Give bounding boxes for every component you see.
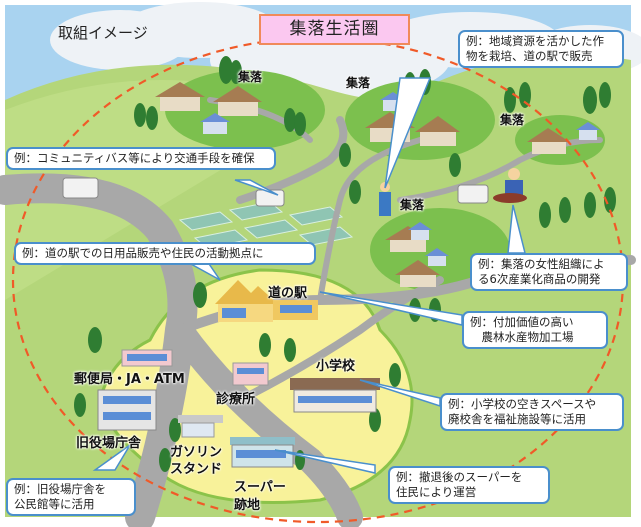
callout-crops-line2: 物を栽培、道の駅で販売 [466, 49, 593, 63]
supermarket-label-line2: 跡地 [234, 498, 261, 513]
clinic-label: 診療所 [216, 392, 256, 407]
callout-women-group: 例：集落の女性組織によ る6次産業化商品の開発 [470, 253, 628, 291]
village-label-2: 集落 [346, 76, 371, 90]
callout-women-group-line2: る6次産業化商品の開発 [478, 272, 601, 286]
village-label-3: 集落 [500, 113, 525, 127]
callout-bus-line1: 例：コミュニティバス等により交通手段を確保 [14, 151, 255, 165]
callout-crops: 例：地域資源を活かした作 物を栽培、道の駅で販売 [458, 30, 624, 68]
callout-town-hall-line1: 例：旧役場庁舎を [14, 482, 106, 496]
callout-women-group-line1: 例：集落の女性組織によ [478, 257, 605, 271]
callout-school-reuse: 例：小学校の空きスペースや 廃校舎を福祉施設等に活用 [440, 393, 624, 431]
callout-crops-line1: 例：地域資源を活かした作 [466, 34, 604, 48]
post-office-label: 郵便局・JA・ATM [74, 372, 185, 387]
gas-station-building [178, 415, 223, 438]
callout-supermarket-line2: 住民により運営 [396, 485, 477, 499]
title-box: 集落生活圏 [259, 14, 410, 45]
old-town-hall-building [97, 389, 157, 431]
old-town-hall-label: 旧役場庁舎 [76, 436, 142, 451]
supermarket-label-line1: スーパー [234, 480, 286, 495]
callout-supermarket-line1: 例：撤退後のスーパーを [396, 470, 523, 484]
village-label-4: 集落 [400, 198, 425, 212]
gas-station-label-line1: ガソリン [170, 445, 223, 460]
school-label: 小学校 [316, 359, 356, 374]
clinic-building [232, 362, 269, 386]
callout-processing-line1: 例：付加価値の高い [470, 315, 574, 329]
trees [74, 56, 616, 472]
callout-town-hall-reuse: 例：旧役場庁舎を 公民館等に活用 [6, 478, 136, 516]
callout-station-hub: 例：道の駅での日用品販売や住民の活動拠点に [14, 242, 316, 265]
callout-processing-line2: 農林水産物加工場 [470, 330, 574, 344]
michi-no-eki-building [215, 280, 318, 322]
michi-no-eki-label: 道の駅 [268, 286, 308, 301]
callout-processing-plant: 例：付加価値の高い 農林水産物加工場 [462, 311, 608, 349]
page-heading: 取組イメージ [58, 24, 148, 42]
callout-town-hall-line2: 公民館等に活用 [14, 497, 95, 511]
callout-school-reuse-line1: 例：小学校の空きスペースや [448, 397, 597, 411]
village-label-1: 集落 [238, 70, 263, 84]
woman-with-basket-figure [493, 168, 527, 203]
gas-station-label-line2: スタンド [170, 462, 223, 477]
callout-school-reuse-line2: 廃校舎を福祉施設等に活用 [448, 412, 586, 426]
school-building [290, 378, 380, 413]
callout-station-hub-line1: 例：道の駅での日用品販売や住民の活動拠点に [22, 246, 264, 260]
callout-supermarket-reuse: 例：撤退後のスーパーを 住民により運営 [388, 466, 550, 504]
callout-community-bus: 例：コミュニティバス等により交通手段を確保 [6, 147, 276, 170]
community-buses [62, 177, 489, 207]
post-office-building [121, 349, 173, 367]
